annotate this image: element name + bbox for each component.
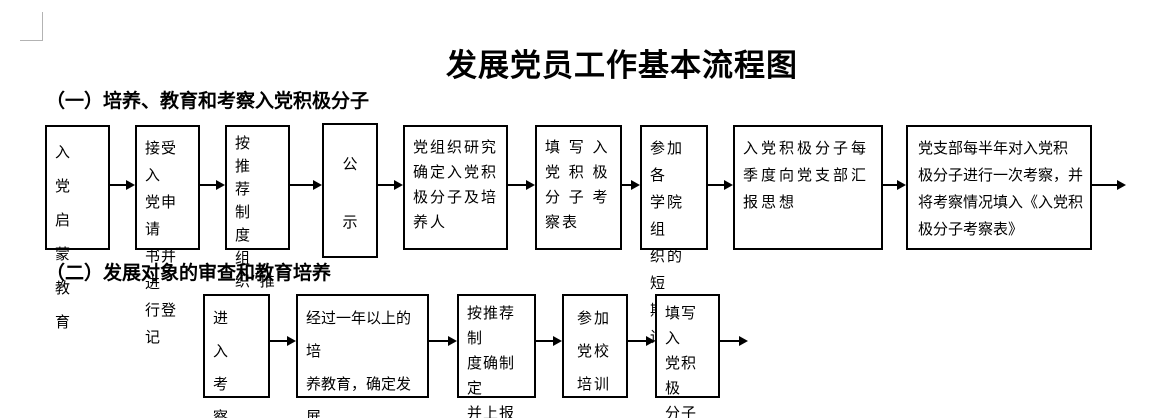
flow-step-queding-fazhanduixiang: 经过一年以上的培 养教育，确定发展 对象 [296,294,429,418]
flow-step-huibaosixiang: 入党积极分子每 季度向党支部汇 报思想 [733,125,883,250]
flow-arrow-icon [707,180,733,190]
flow-step-kaochabiao: 填 写 入 党 积 极 分 子 考 察表 [535,125,622,250]
section-1-label: （一）培养、教育和考察入党积极分子 [46,90,370,112]
page-margin-mark [20,40,43,41]
flow-step-kaochaqi: 进 入 考 察 期 [203,294,270,418]
flow-arrow-icon [270,336,296,346]
page-title: 发展党员工作基本流程图 [446,48,798,84]
flow-arrow-icon [536,336,562,346]
flow-arrow-icon [289,180,322,190]
flow-step-tuiyou: 按 推 荐 制 度 组 织“推 优” [225,125,290,313]
flow-arrow-icon [882,180,906,190]
flow-arrow-icon [628,336,655,346]
flow-step-shenqing: 接受入 党申请 书并进 行登记 [135,125,200,346]
flow-step-queding-jijifenzi: 党组织研究 确定入党积 极分子及培 养人 [403,125,508,250]
flow-arrow-icon [109,180,135,190]
section-2-label: （二）发展对象的审查和教育培养 [46,262,332,284]
flow-arrow-icon [199,180,225,190]
flow-arrow-exit-icon [1092,180,1126,190]
flow-arrow-icon [507,180,535,190]
flow-step-banniankaocha: 党支部每半年对入党积 极分子进行一次考察，并 将考察情况填入《入党积 极分子考察… [906,125,1092,250]
flow-step-shangbao-jihua: 按推荐制 度确制定 并上报拟 发展计划 [457,294,536,418]
flow-arrow-icon [429,336,457,346]
flow-step-zonghe-yijian: 填写入 党积极 分子综 合意见 [655,294,720,418]
page-margin-mark [42,12,43,40]
flow-arrow-icon [621,180,640,190]
flow-step-gongshi: 公 示 [322,123,378,258]
flow-step-dangxiao-peixun: 参加 党校 培训 [562,294,628,398]
flow-step-qimeng: 入 党 启 蒙 教 育 [45,125,110,331]
flow-arrow-icon [378,180,403,190]
flow-step-duanqipeixun: 参加各 学院组 织的短 期培训 [640,125,708,346]
flow-arrow-exit-icon [720,336,748,346]
